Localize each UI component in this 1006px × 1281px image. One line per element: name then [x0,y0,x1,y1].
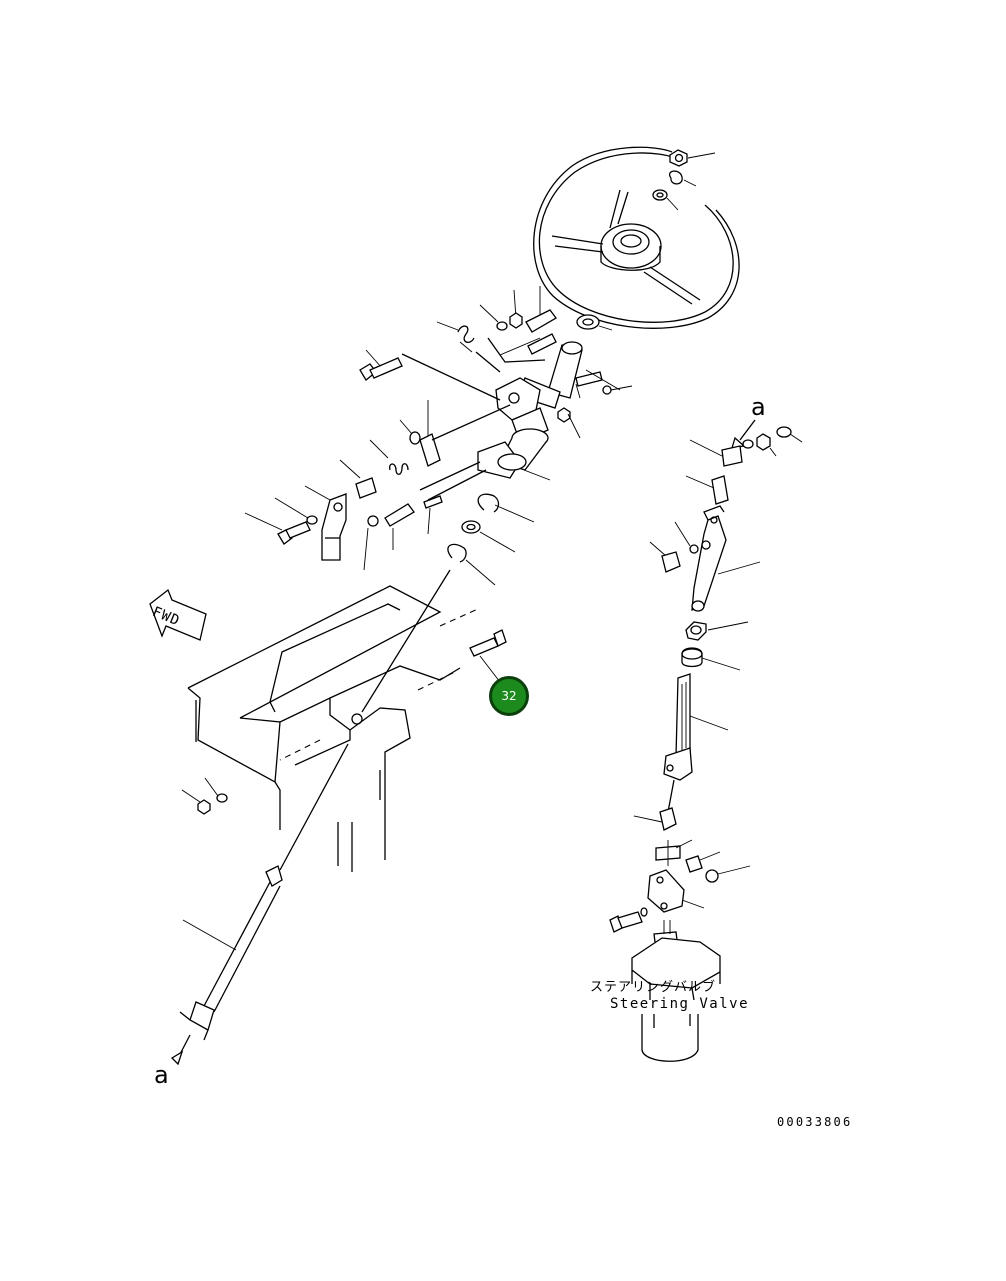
fwd-arrow [149,588,207,641]
snap-rings [447,493,535,586]
drawing-number: 00033806 [777,1115,853,1129]
reference-mark-bottom: a [154,1061,169,1089]
floor-box [187,585,481,872]
steering-wheel [533,146,740,329]
universal-joint-lower [609,839,751,933]
floor-bolt [469,629,507,683]
steering-valve-label-jp: ステアリングバルブ [590,980,717,995]
lock-plate [419,400,511,467]
spring-washers [339,419,421,499]
steering-column [419,314,633,501]
lower-spline-shaft [633,673,729,831]
universal-joint-upper [685,419,803,505]
reference-mark-top: a [751,393,766,421]
stop-bolt-assembly [244,485,443,571]
frame-nut [181,777,228,815]
intermediate-shaft [170,569,451,1066]
callout-badge-32[interactable]: 32 [489,676,529,716]
column-bolts [436,286,557,373]
steering-valve-body [631,920,721,1062]
wheel-nut [652,149,716,211]
shaft-bushings [681,621,749,671]
steering-valve-label-en: Steering Valve [610,996,750,1012]
long-bolt [359,349,501,401]
upper-shaft-tube [649,505,761,612]
